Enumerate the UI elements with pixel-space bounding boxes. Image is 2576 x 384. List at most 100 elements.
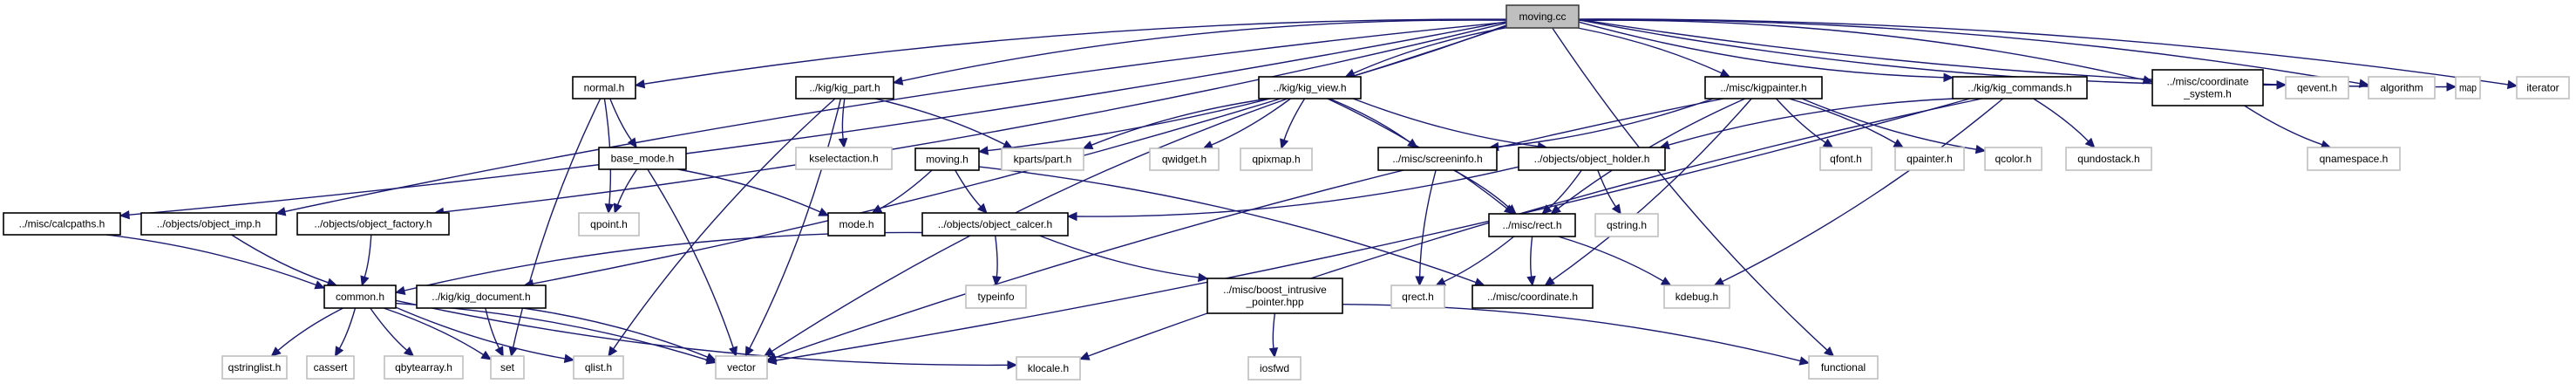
node-moving-cc: moving.cc bbox=[1505, 4, 1580, 29]
node-box[interactable] bbox=[3, 212, 121, 236]
node-set: set bbox=[490, 355, 525, 380]
node-box[interactable] bbox=[140, 212, 277, 236]
node-object-holder[interactable]: ../objects/object_holder.h bbox=[1518, 147, 1666, 171]
edge-object_calcer-to-typeinfo bbox=[995, 235, 998, 278]
edge-base_mode-to-qpoint bbox=[616, 168, 638, 205]
node-kig-view[interactable]: ../kig/kig_view.h bbox=[1258, 76, 1362, 99]
arrowhead-object_calcer-to-common_h bbox=[394, 285, 406, 296]
node-box[interactable] bbox=[1518, 147, 1666, 171]
node-coordinate-h[interactable]: ../misc/coordinate.h bbox=[1472, 285, 1594, 309]
node-box[interactable] bbox=[323, 285, 397, 309]
edge-kig_commands-to-kdebug bbox=[1722, 98, 2004, 283]
node-iterator: iterator bbox=[2516, 76, 2570, 99]
node-object-factory[interactable]: ../objects/object_factory.h bbox=[296, 212, 450, 236]
node-label: ../misc/coordinate.h bbox=[1487, 291, 1578, 303]
arrowhead-common_h-to-vector bbox=[705, 355, 717, 365]
node-box[interactable] bbox=[827, 212, 886, 237]
node-box[interactable] bbox=[914, 147, 980, 171]
node-kdebug: kdebug.h bbox=[1663, 285, 1730, 309]
node-qrect: qrect.h bbox=[1390, 285, 1445, 309]
arrowhead-moving_cc-to-object_imp bbox=[275, 207, 287, 216]
node-base-mode[interactable]: base_mode.h bbox=[598, 147, 687, 170]
node-box[interactable] bbox=[1704, 76, 1823, 99]
arrowhead-calcpaths-to-common_h bbox=[314, 280, 326, 290]
node-label: qevent.h bbox=[2297, 82, 2337, 94]
node-label: qnamespace.h bbox=[2320, 153, 2389, 165]
arrowhead-common_h-to-cassert bbox=[334, 346, 344, 358]
node-box bbox=[2307, 147, 2401, 171]
node-normal-h[interactable]: normal.h bbox=[572, 76, 636, 99]
node-boost-ptr[interactable]: ../misc/boost_intrusive_pointer.hpp bbox=[1206, 278, 1343, 314]
node-box[interactable] bbox=[1472, 285, 1594, 309]
edge-common_h-to-qstringlist bbox=[277, 307, 343, 352]
node-label: qpixmap.h bbox=[1252, 154, 1300, 166]
edge-moving_cc-to-kig_view bbox=[1353, 27, 1507, 74]
node-object-imp[interactable]: ../objects/object_imp.h bbox=[140, 212, 277, 236]
node-qbytearray: qbytearray.h bbox=[384, 355, 464, 380]
node-label: map bbox=[2459, 82, 2477, 94]
edge-kig_commands-to-object_holder bbox=[1668, 98, 1954, 146]
node-label: mode.h bbox=[839, 218, 873, 230]
arrowhead-common_h-to-qstringlist bbox=[270, 346, 282, 357]
edge-kig_part-to-vector bbox=[749, 98, 842, 349]
node-label: qcolor.h bbox=[1995, 153, 2031, 165]
node-box[interactable] bbox=[416, 285, 547, 309]
node-box bbox=[715, 355, 768, 380]
node-kig-document[interactable]: ../kig/kig_document.h bbox=[416, 285, 547, 309]
arrowhead-moving_cc-to-functional bbox=[1824, 346, 1835, 357]
edge-kigpainter-to-coordinate_h bbox=[1552, 98, 1752, 281]
node-moving-h[interactable]: moving.h bbox=[914, 147, 980, 171]
arrowhead-moving_h-to-mode_h bbox=[871, 204, 883, 214]
node-label: vector bbox=[727, 361, 756, 374]
edge-moving_cc-to-object_imp bbox=[284, 21, 1507, 213]
node-calcpaths[interactable]: ../misc/calcpaths.h bbox=[3, 212, 121, 236]
node-rect-h[interactable]: ../misc/rect.h bbox=[1488, 213, 1576, 237]
node-qwidget: qwidget.h bbox=[1149, 147, 1220, 171]
node-box[interactable] bbox=[1488, 213, 1576, 237]
edge-kigpainter-to-vector bbox=[775, 98, 1724, 359]
edge-moving_h-to-coordinate_h bbox=[978, 166, 1477, 284]
edge-rect_h-to-coordinate_h bbox=[1530, 236, 1533, 278]
arrowhead-kigpainter-to-rect_h bbox=[1550, 204, 1561, 215]
node-coordinate-system[interactable]: ../misc/coordinate_system.h bbox=[2151, 69, 2264, 106]
arrowhead-moving_cc-to-moving_h bbox=[977, 146, 989, 155]
arrowhead-common_h-to-qlist bbox=[563, 353, 575, 363]
edge-moving_cc-to-functional bbox=[1552, 27, 1828, 351]
arrowhead-base_mode-to-mode_h bbox=[818, 207, 830, 216]
node-label: qstringlist.h bbox=[228, 361, 282, 374]
node-qpainter: qpainter.h bbox=[1894, 147, 1965, 171]
node-mode-h[interactable]: mode.h bbox=[827, 212, 886, 237]
node-box bbox=[578, 212, 640, 237]
node-box[interactable] bbox=[598, 147, 687, 170]
node-box[interactable] bbox=[296, 212, 450, 236]
node-box[interactable] bbox=[1377, 147, 1498, 171]
edge-moving_cc-to-kigpainter bbox=[1577, 27, 1723, 74]
node-box[interactable] bbox=[1258, 76, 1362, 99]
node-object-calcer[interactable]: ../objects/object_calcer.h bbox=[921, 212, 1069, 237]
node-label: ../misc/kigpainter.h bbox=[1720, 82, 1806, 94]
node-screeninfo[interactable]: ../misc/screeninfo.h bbox=[1377, 147, 1498, 171]
node-box[interactable] bbox=[572, 76, 636, 99]
node-label: iterator bbox=[2526, 82, 2559, 94]
node-label: qfont.h bbox=[1830, 153, 1862, 165]
node-kig-part[interactable]: ../kig/kig_part.h bbox=[795, 76, 894, 99]
arrowhead-common_h-to-klocale bbox=[1007, 360, 1018, 370]
node-box[interactable] bbox=[2151, 69, 2264, 106]
arrowhead-kigpainter-to-qfont bbox=[1822, 138, 1834, 148]
node-kig-commands[interactable]: ../kig/kig_commands.h bbox=[1952, 76, 2088, 99]
arrowhead-rect_h-to-qrect bbox=[1435, 277, 1446, 286]
arrowhead-kig_view-to-qpixmap bbox=[1280, 138, 1289, 150]
node-kigpainter[interactable]: ../misc/kigpainter.h bbox=[1704, 76, 1823, 99]
node-common-h[interactable]: common.h bbox=[323, 285, 397, 309]
node-box bbox=[221, 355, 288, 380]
arrowhead-rect_h-to-coordinate_h bbox=[1526, 275, 1536, 287]
edge-moving_cc-to-coordinate_system bbox=[1578, 19, 2144, 81]
node-qstringlist: qstringlist.h bbox=[221, 355, 288, 380]
arrowhead-kig_commands-to-vector bbox=[765, 355, 778, 366]
node-box[interactable] bbox=[795, 76, 894, 99]
edge-calcpaths-to-common_h bbox=[106, 234, 316, 286]
node-box[interactable] bbox=[1206, 278, 1343, 314]
node-box[interactable] bbox=[921, 212, 1069, 237]
node-box[interactable] bbox=[1952, 76, 2088, 99]
edge-object_imp-to-common_h bbox=[231, 234, 329, 284]
